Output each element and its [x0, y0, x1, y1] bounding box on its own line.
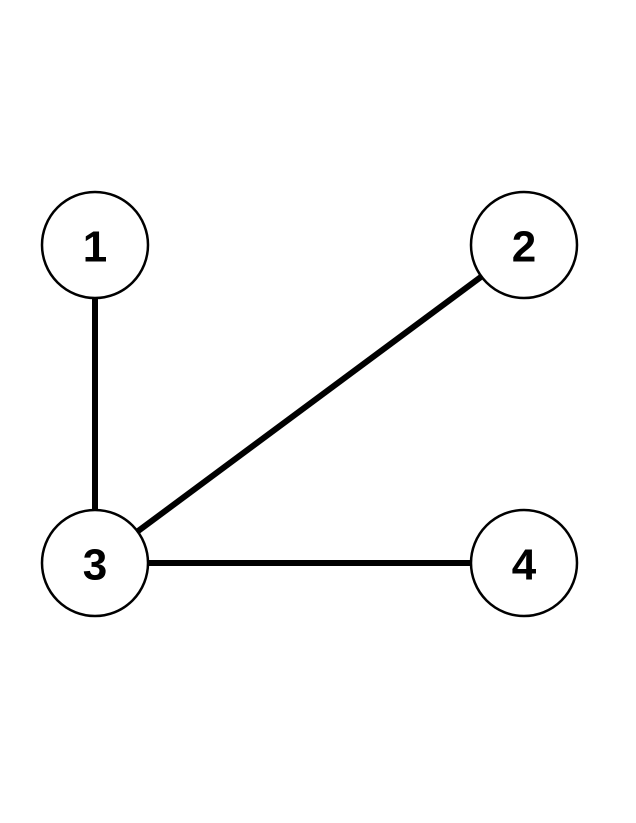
node-circle [40, 508, 150, 618]
node-2: 2 [469, 190, 579, 300]
node-1: 1 [40, 190, 150, 300]
node-label: 2 [512, 223, 536, 272]
node-label: 3 [83, 541, 107, 590]
node-circle [40, 190, 150, 300]
node-4: 4 [469, 508, 579, 618]
node-circle [469, 190, 579, 300]
edges-layer [92, 242, 526, 566]
node-label: 1 [83, 223, 107, 272]
node-label: 4 [512, 541, 537, 590]
node-3: 3 [40, 508, 150, 618]
node-circle [469, 508, 579, 618]
edge-2-3 [93, 242, 526, 566]
nodes-layer: 1 2 3 4 [40, 190, 579, 618]
